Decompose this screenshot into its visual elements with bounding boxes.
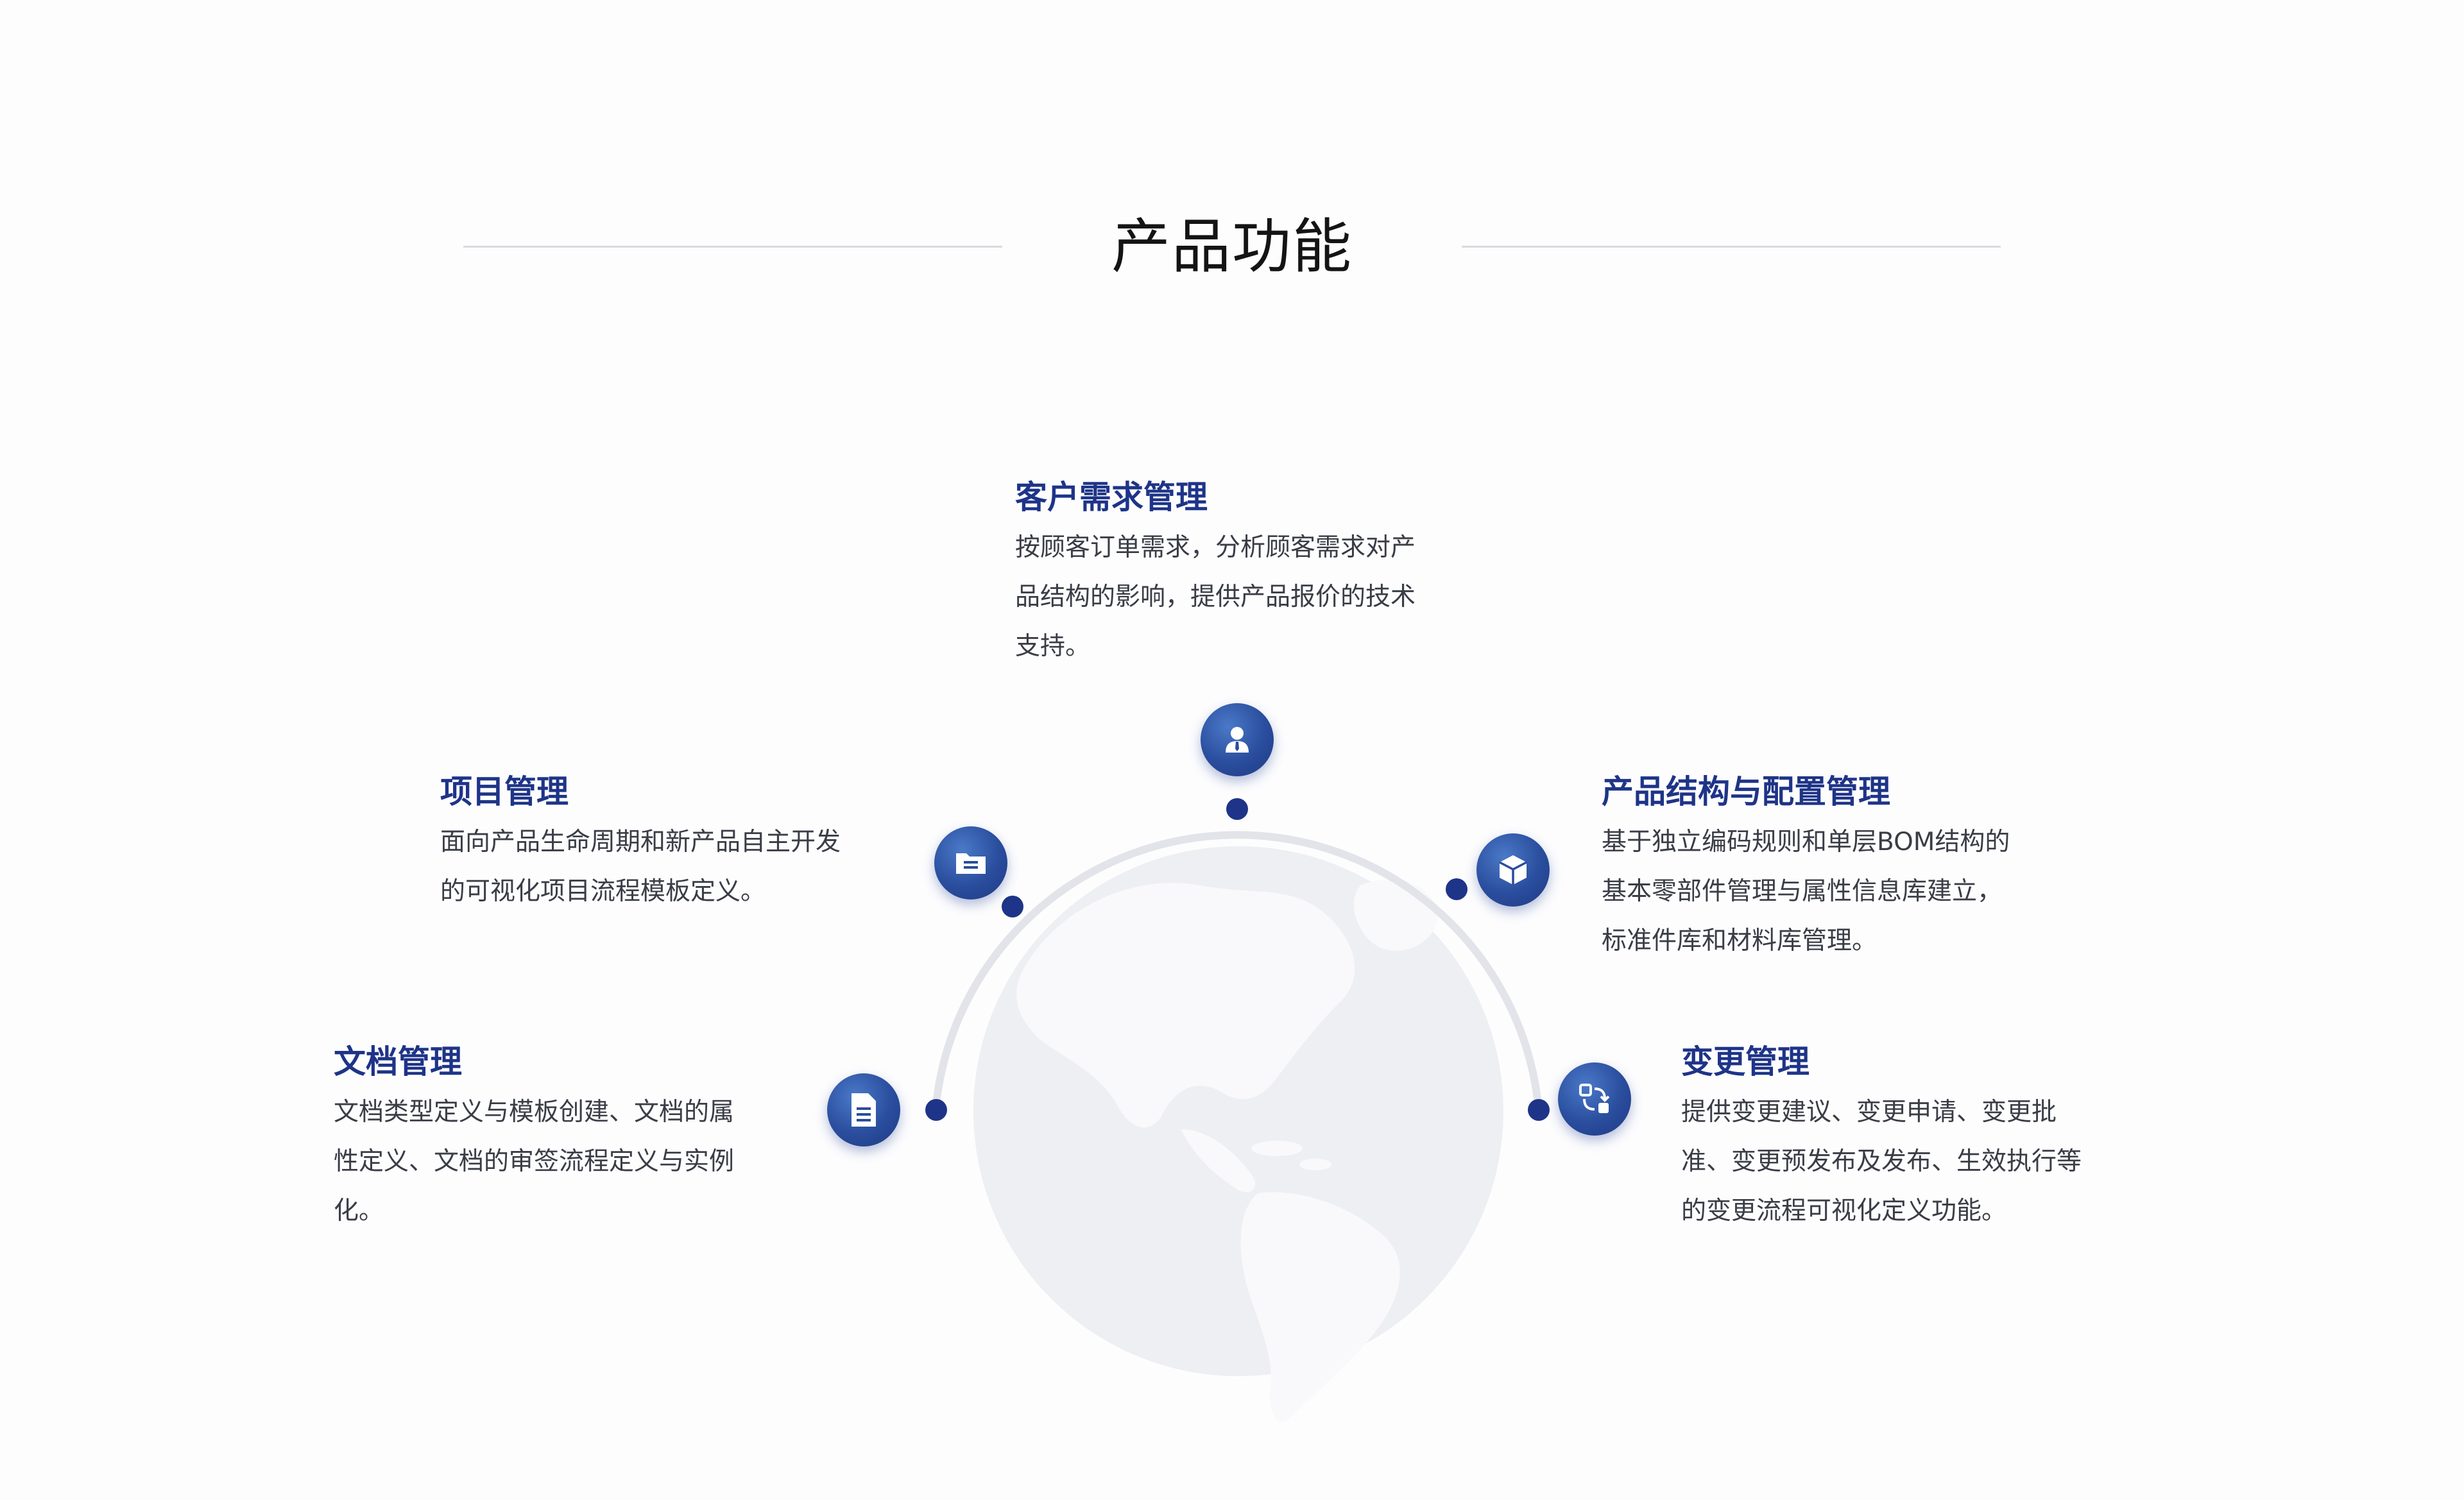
feature-product-structure: 产品结构与配置管理 基于独立编码规则和单层BOM结构的 基本零部件管理与属性信息… xyxy=(1602,767,2089,966)
arc-dot-upper-left xyxy=(1002,896,1023,917)
feature-description-line: 准、变更预发布及发布、生效执行等 xyxy=(1681,1147,2082,1176)
feature-customer-requirements: 客户需求管理 按顾客订单需求，分析顾客需求对产 品结构的影响，提供产品报价的技术… xyxy=(1015,473,1490,671)
feature-project-management: 项目管理 面向产品生命周期和新产品自主开发 的可视化项目流程模板定义。 xyxy=(440,767,915,916)
arc-dot-right xyxy=(1528,1099,1550,1121)
feature-description-line: 的变更流程可视化定义功能。 xyxy=(1681,1197,2007,1225)
feature-description-line: 品结构的影响，提供产品报价的技术 xyxy=(1015,583,1416,611)
title-divider-right xyxy=(1462,246,2001,248)
feature-description-line: 基本零部件管理与属性信息库建立， xyxy=(1602,877,2003,906)
arc-dot-top xyxy=(1226,798,1248,820)
feature-description: 按顾客订单需求，分析顾客需求对产 品结构的影响，提供产品报价的技术 支持。 xyxy=(1015,523,1490,671)
feature-description-line: 化。 xyxy=(334,1197,384,1225)
folder-icon[interactable] xyxy=(934,826,1007,899)
feature-title: 产品结构与配置管理 xyxy=(1602,773,1890,810)
feature-description: 面向产品生命周期和新产品自主开发 的可视化项目流程模板定义。 xyxy=(440,817,915,916)
user-icon[interactable] xyxy=(1201,703,1274,776)
feature-title: 文档管理 xyxy=(334,1043,462,1080)
feature-description-line: 性定义、文档的审签流程定义与实例 xyxy=(334,1147,735,1176)
title-divider-left xyxy=(463,246,1002,248)
arc-dot-left xyxy=(925,1099,947,1121)
feature-document-management: 文档管理 文档类型定义与模板创建、文档的属 性定义、文档的审签流程定义与实例 化… xyxy=(334,1037,809,1236)
change-icon[interactable] xyxy=(1558,1062,1631,1136)
arc-dot-upper-right xyxy=(1446,878,1467,900)
feature-title: 变更管理 xyxy=(1681,1043,1810,1080)
feature-description-line: 提供变更建议、变更申请、变更批 xyxy=(1681,1098,2057,1127)
cube-icon[interactable] xyxy=(1476,833,1550,907)
feature-description-line: 标准件库和材料库管理。 xyxy=(1602,926,1878,955)
feature-change-management: 变更管理 提供变更建议、变更申请、变更批 准、变更预发布及发布、生效执行等 的变… xyxy=(1681,1037,2169,1236)
feature-description: 文档类型定义与模板创建、文档的属 性定义、文档的审签流程定义与实例 化。 xyxy=(334,1087,809,1236)
feature-description-line: 基于独立编码规则和单层BOM结构的 xyxy=(1602,828,2010,857)
feature-title: 客户需求管理 xyxy=(1015,479,1208,516)
document-icon[interactable] xyxy=(827,1073,900,1146)
feature-description-line: 按顾客订单需求，分析顾客需求对产 xyxy=(1015,533,1416,562)
feature-description-line: 面向产品生命周期和新产品自主开发 xyxy=(440,828,841,857)
feature-description-line: 支持。 xyxy=(1015,632,1091,661)
page-title: 产品功能 xyxy=(1111,212,1353,281)
feature-description: 提供变更建议、变更申请、变更批 准、变更预发布及发布、生效执行等 的变更流程可视… xyxy=(1681,1087,2169,1236)
globe-continents xyxy=(1016,880,1438,1422)
connector-arc xyxy=(932,831,1543,1111)
feature-title: 项目管理 xyxy=(440,773,569,810)
feature-description-line: 的可视化项目流程模板定义。 xyxy=(440,877,766,906)
feature-description-line: 文档类型定义与模板创建、文档的属 xyxy=(334,1098,735,1127)
feature-description: 基于独立编码规则和单层BOM结构的 基本零部件管理与属性信息库建立， 标准件库和… xyxy=(1602,817,2089,966)
